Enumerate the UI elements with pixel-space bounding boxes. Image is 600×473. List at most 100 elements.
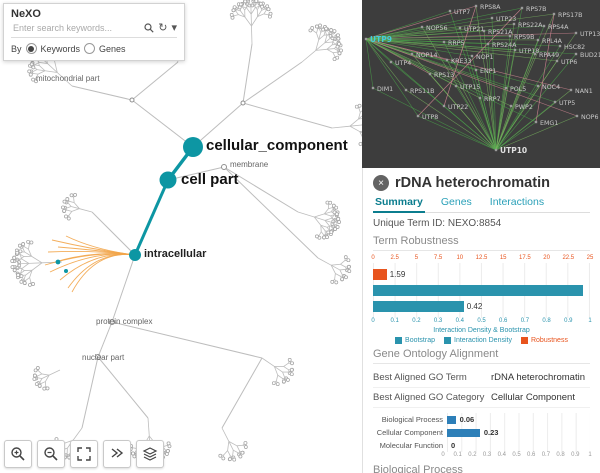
network-node-label[interactable]: RPS21A (488, 29, 513, 36)
network-node-label[interactable]: RPS8A (480, 4, 501, 11)
network-node-label[interactable]: UTP23 (496, 16, 516, 23)
alignment-bar (447, 428, 480, 437)
legend-item: Interaction Density (444, 337, 512, 344)
network-node-label[interactable]: UTP5 (559, 100, 575, 107)
network-node-label[interactable]: PWP2 (515, 104, 533, 111)
by-label: By (11, 43, 22, 54)
network-node-label[interactable]: UTP7 (454, 9, 470, 16)
alignment-category-label: Cellular Component (376, 428, 443, 437)
network-node-label[interactable]: RPS11B (410, 88, 435, 95)
tree-node-label[interactable]: cell part (181, 171, 239, 188)
tree-node-label[interactable]: protein complex (96, 317, 153, 326)
selected-term-node[interactable] (183, 137, 203, 157)
zoom-in-button[interactable] (4, 440, 32, 468)
bar-robustness (373, 269, 387, 280)
bar-value-label: 1.59 (389, 270, 406, 279)
tree-node-label[interactable]: membrane (230, 160, 269, 169)
robustness-bar-row (373, 284, 589, 297)
tree-node-label[interactable]: cellular_component (206, 137, 348, 154)
tree-node-label[interactable]: mitochondrial part (36, 74, 100, 83)
legend-swatch (444, 337, 451, 344)
go-section-header: Gene Ontology Alignment (373, 344, 590, 364)
bottom-axis-label: Interaction Density & Bootstrap (433, 327, 530, 334)
network-node-label[interactable]: RPS4A (548, 24, 569, 31)
network-node-label[interactable]: RRP7 (484, 96, 501, 103)
network-node-label[interactable]: EMG1 (540, 120, 558, 127)
network-node-label[interactable]: NAN1 (575, 88, 593, 95)
bp-section-header: Biological Process (373, 460, 590, 473)
network-node-label[interactable]: NOP56 (426, 25, 447, 32)
network-node-label[interactable]: UTP15 (460, 84, 480, 91)
network-node-label[interactable]: KRE33 (451, 58, 472, 65)
detail-header: × rDNA heterochromatin (373, 175, 590, 191)
expand-levels-button[interactable] (103, 440, 131, 468)
close-icon[interactable]: × (373, 175, 389, 191)
tree-node-label[interactable]: intracellular (144, 248, 207, 260)
go-category-label: Best Aligned GO Category (373, 392, 485, 403)
network-node-label[interactable]: RPS24A (492, 42, 517, 49)
network-node-label[interactable]: UTP6 (561, 59, 577, 66)
network-node-label[interactable]: RPS13 (434, 72, 454, 79)
fit-to-screen-button[interactable] (70, 440, 98, 468)
tree-node-label[interactable]: nuclear part (82, 353, 125, 362)
network-node-label[interactable]: UTP13 (580, 31, 600, 38)
bar-value-label: 0.42 (466, 302, 483, 311)
go-term-label: Best Aligned GO Term (373, 372, 467, 383)
network-node-label[interactable]: NOP6 (581, 114, 598, 121)
network-node-label[interactable]: BUD21 (580, 52, 600, 59)
network-node-label[interactable]: RPA49 (539, 52, 559, 59)
network-node-label[interactable]: DIM1 (377, 86, 393, 93)
genes-radio[interactable] (84, 43, 96, 54)
tab-interactions[interactable]: Interactions (489, 196, 545, 208)
alignment-value-label: 0.06 (459, 415, 475, 424)
network-node-label[interactable]: UTP4 (395, 60, 411, 67)
network-node-label[interactable]: UTP10 (500, 146, 527, 155)
network-node-label[interactable]: RPS7B (526, 6, 547, 13)
term-title: rDNA heterochromatin (395, 175, 550, 191)
network-node-label[interactable]: UTP18 (519, 48, 539, 55)
app-title: NeXO (11, 8, 41, 20)
network-node-label[interactable]: RPL4A (542, 38, 563, 45)
zoom-out-button[interactable] (37, 440, 65, 468)
alignment-bar (447, 415, 456, 424)
network-node-label[interactable]: UTP8 (422, 114, 438, 121)
tab-summary[interactable]: Summary (373, 194, 425, 213)
network-node-label[interactable]: UTP9 (370, 35, 392, 44)
dropdown-caret-icon[interactable]: ▾ (171, 21, 177, 34)
network-node-label[interactable]: RRP5 (448, 40, 465, 47)
tree-toolbar (4, 440, 164, 468)
search-icon[interactable] (144, 23, 154, 33)
network-node-label[interactable]: NOP1 (476, 54, 493, 61)
ontology-tree-canvas[interactable] (0, 0, 362, 473)
network-node-label[interactable]: NOP14 (416, 52, 437, 59)
selected-term-node[interactable] (159, 171, 177, 189)
search-card: NeXO ↻ ▾ By Keywords Genes (3, 3, 185, 61)
keywords-radio[interactable] (25, 43, 37, 54)
network-node-label[interactable]: RPS9B (514, 34, 535, 41)
robustness-bar-row: 1.59 (373, 268, 589, 281)
legend-swatch (395, 337, 403, 344)
alignment-value-label: 0.23 (483, 428, 499, 437)
network-node-label[interactable]: UTP22 (448, 104, 468, 111)
layers-button[interactable] (136, 440, 164, 468)
legend-swatch (520, 337, 528, 344)
network-node-label[interactable]: RPS22A (518, 22, 543, 29)
reset-search-icon[interactable]: ↻ (158, 21, 168, 34)
network-node-label[interactable]: ENP1 (480, 68, 497, 75)
network-node-label[interactable]: HSC82 (564, 44, 585, 51)
selected-term-node[interactable] (129, 249, 141, 261)
network-node-label[interactable]: RPS17B (558, 12, 583, 19)
tab-genes[interactable]: Genes (440, 196, 472, 208)
network-node-label[interactable]: UTP21 (464, 26, 484, 33)
network-node-label[interactable]: NOC4 (542, 84, 560, 91)
network-node-label[interactable]: POL5 (510, 86, 526, 93)
bar-bootstrap (373, 285, 583, 296)
search-input[interactable] (11, 22, 141, 34)
